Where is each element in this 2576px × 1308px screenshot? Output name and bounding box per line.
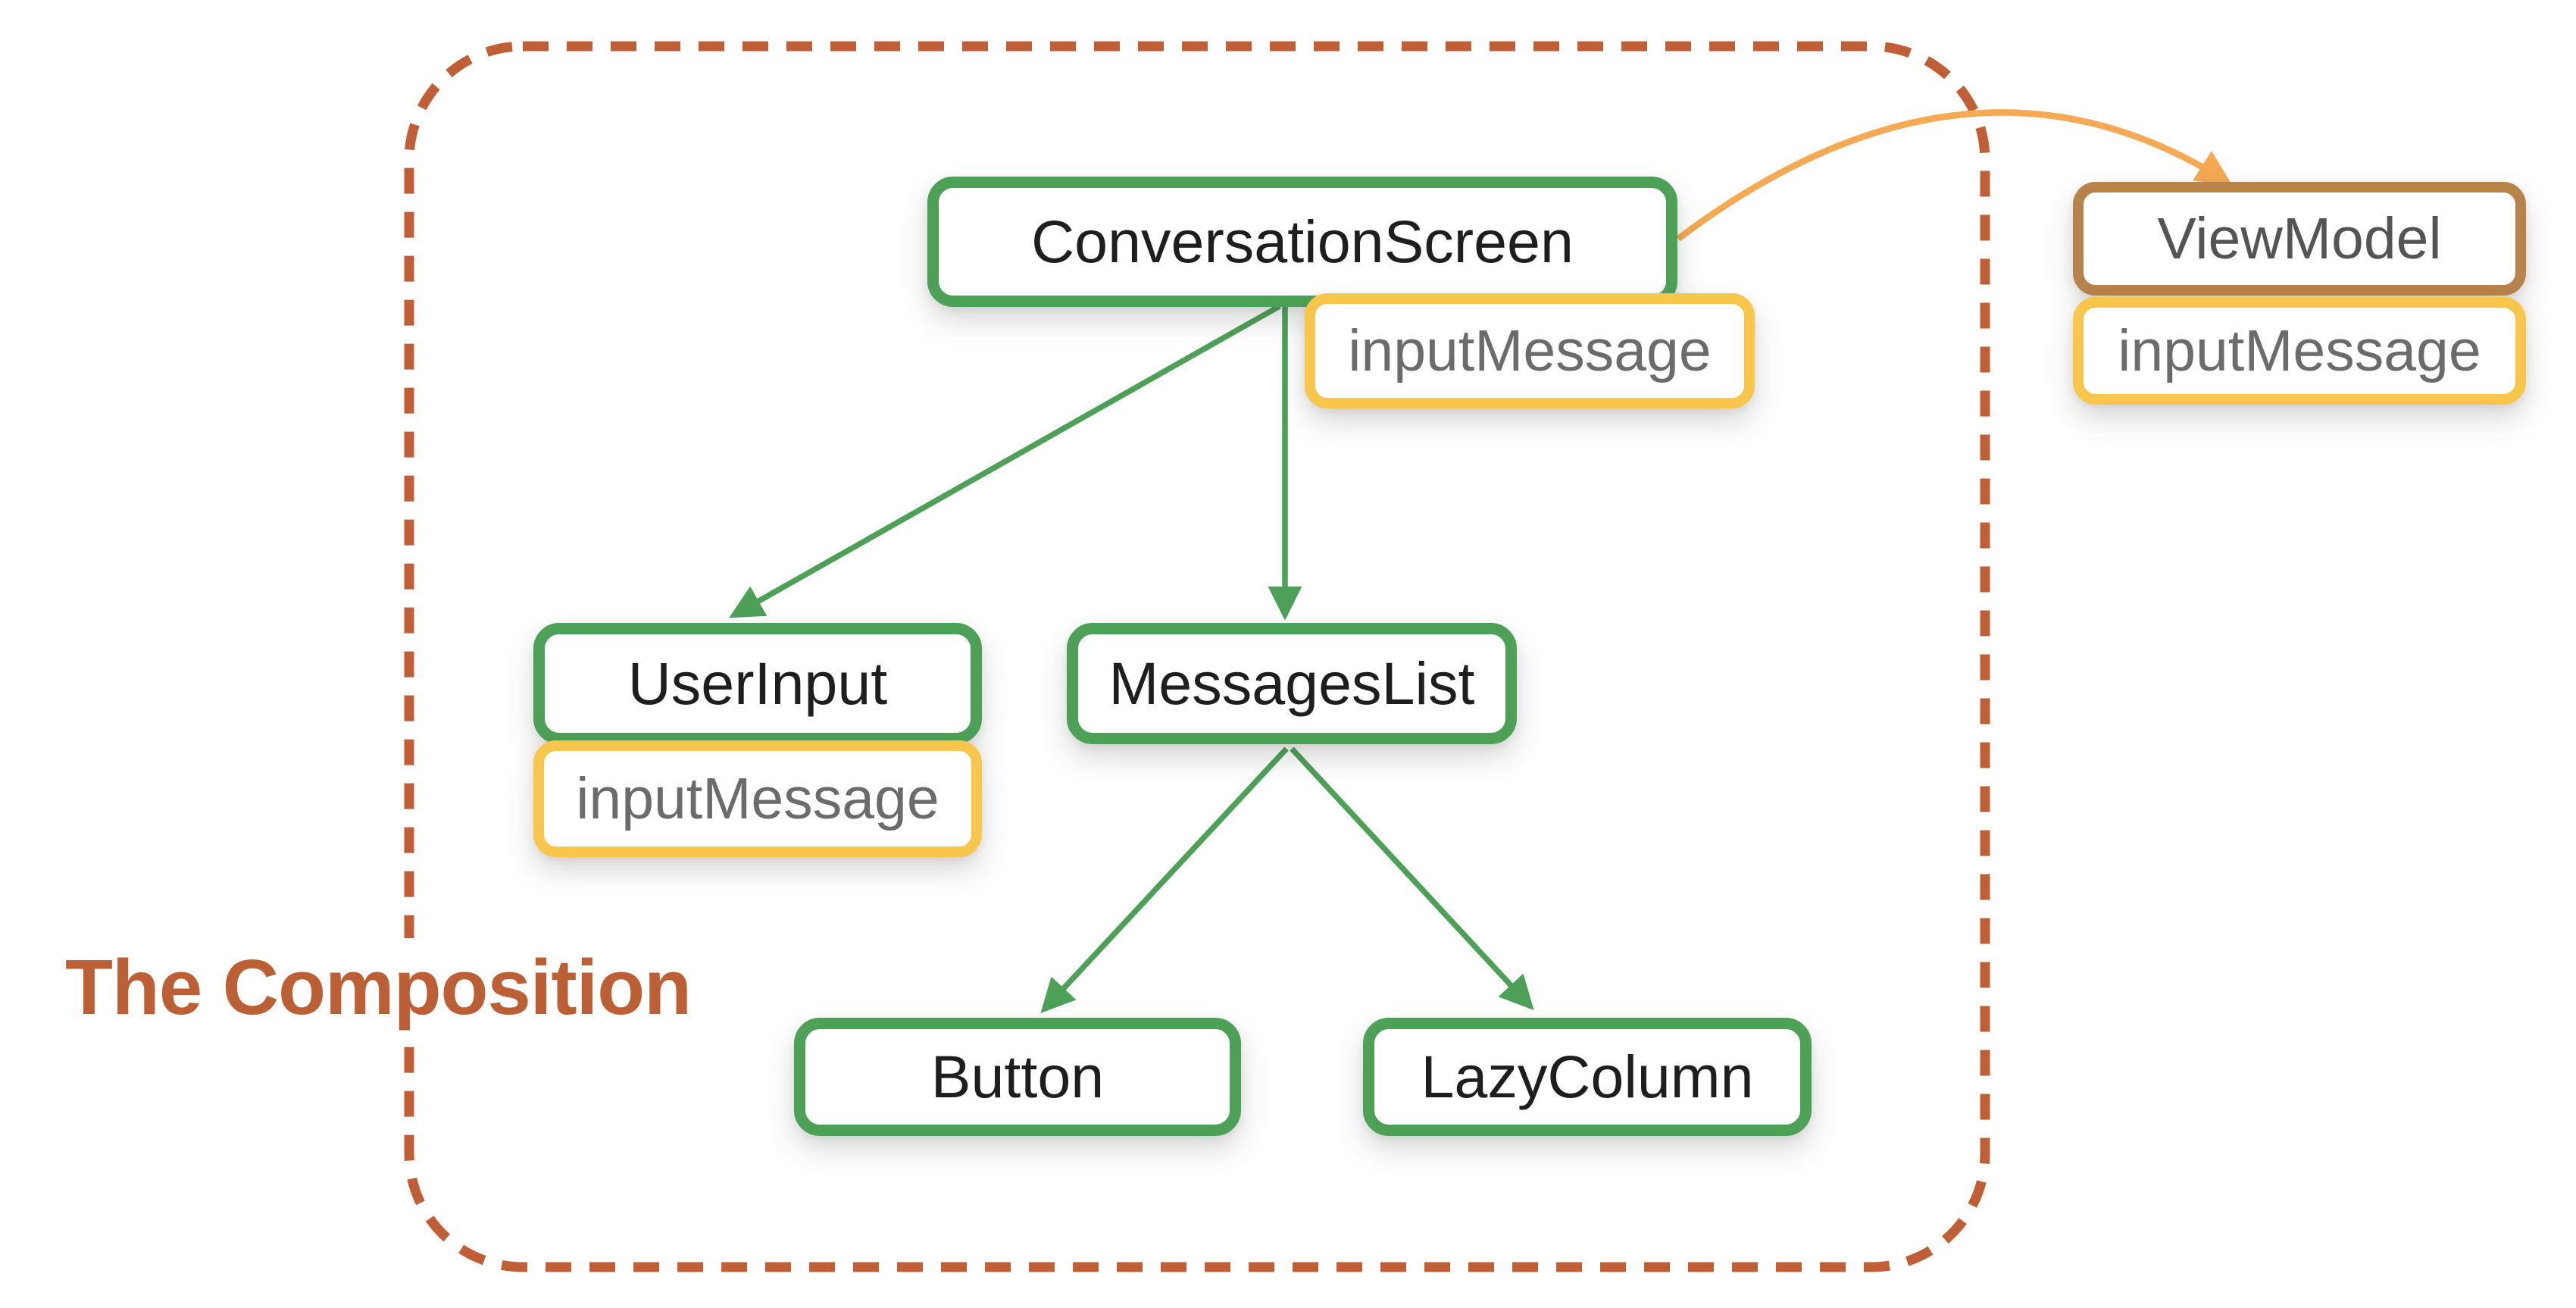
node-userinput-label: UserInput <box>627 649 888 717</box>
state-badge-viewmodel-label: inputMessage <box>2118 318 2481 383</box>
node-viewmodel: ViewModel <box>2073 182 2526 296</box>
node-button-label: Button <box>930 1043 1105 1110</box>
node-messageslist: MessagesList <box>1067 623 1517 744</box>
edge-conversationscreen-userinput <box>729 303 1281 618</box>
state-badge-conversationscreen: inputMessage <box>1305 293 1755 408</box>
node-conversationscreen-label: ConversationScreen <box>1031 208 1574 275</box>
state-badge-conversationscreen-label: inputMessage <box>1348 318 1712 383</box>
node-viewmodel-label: ViewModel <box>2157 205 2442 271</box>
state-badge-userinput-label: inputMessage <box>576 765 939 831</box>
node-lazycolumn-label: LazyColumn <box>1421 1043 1754 1110</box>
edge-conversationscreen-viewmodel <box>1676 109 2232 242</box>
state-badge-userinput: inputMessage <box>533 740 982 857</box>
composition-boundary <box>404 41 1990 1272</box>
node-userinput: UserInput <box>533 623 982 744</box>
node-conversationscreen: ConversationScreen <box>927 177 1677 307</box>
node-lazycolumn: LazyColumn <box>1363 1018 1812 1136</box>
node-button: Button <box>794 1018 1241 1136</box>
node-messageslist-label: MessagesList <box>1108 649 1475 717</box>
composition-boundary-title: The Composition <box>53 938 704 1037</box>
edge-messageslist-button <box>1040 746 1289 1013</box>
state-badge-viewmodel: inputMessage <box>2073 297 2526 405</box>
edge-messageslist-lazycolumn <box>1290 746 1534 1010</box>
